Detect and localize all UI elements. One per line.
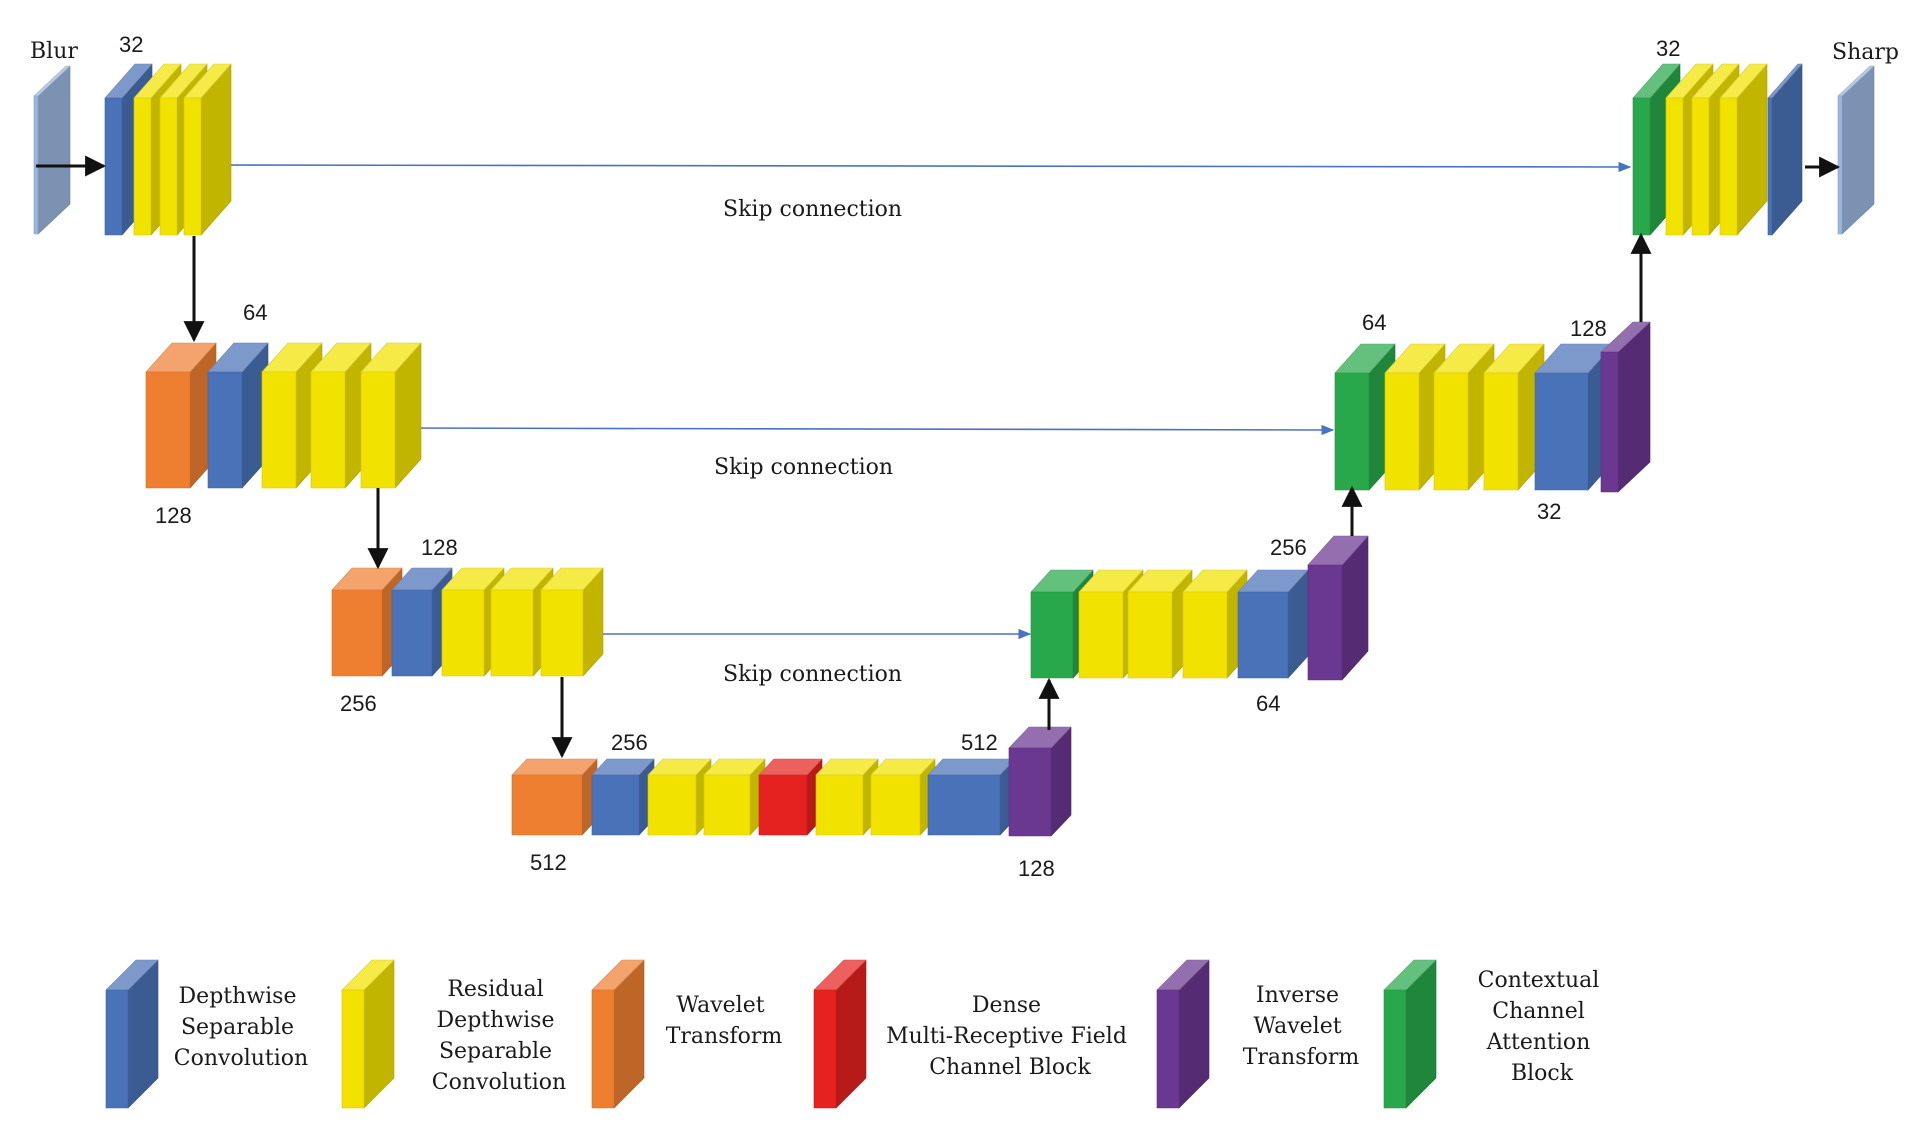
channels-enc3-top: 128 [421,535,458,560]
channels-bottleneck-right-top: 512 [961,730,998,755]
enc3-residual-block-3 [540,567,604,677]
bottleneck [511,726,1072,837]
legend-label-residual: Residual Depthwise Separable Convolution [432,977,566,1095]
input-blur-block [33,65,71,235]
channels-bottleneck-left-top: 256 [611,730,648,755]
bottleneck-depthwise-block-2 [927,758,1016,836]
legend-label-contextual: Contextual Channel Attention Block [1478,968,1607,1086]
legend-item-inverse-wavelet-transform: Inverse Wavelet Transform [1156,959,1360,1109]
legend-block-dsc [105,959,159,1109]
enc1-residual-block-3 [183,63,232,236]
skip-label-level-1: Skip connection [723,197,902,222]
skip-label-level-2: Skip connection [714,455,893,480]
legend-item-dense-multi-receptive-field: Dense Multi-Receptive Field Channel Bloc… [813,959,1134,1109]
legend-block-rdsc [341,959,395,1109]
bottleneck-residual-block-2 [703,758,766,836]
dec2-inverse-wavelet-block [1600,321,1651,493]
enc2-residual-block-3 [360,342,422,489]
channels-dec2-bottom: 32 [1537,499,1561,524]
enc2-depthwise-block [207,342,269,489]
legend-swatch-contextual [1383,959,1437,1109]
skip-label-level-3: Skip connection [723,662,902,687]
flow-arrows [36,155,1841,759]
channels-enc1-top: 32 [119,32,143,57]
skip-arrow-level-2 [394,424,1335,436]
dec3-inverse-wavelet-block [1307,535,1369,681]
bottleneck-inverse-wavelet-block [1008,726,1072,837]
legend-swatch-depthwise [105,959,159,1109]
dec1-residual-block-3 [1719,63,1768,236]
decoder-level-1 [1632,63,1803,236]
legend-item-wavelet-transform: Wavelet Transform [591,959,783,1109]
channels-dec1-top: 32 [1656,36,1680,61]
legend: Depthwise Separable Convolution Residual… [105,959,1607,1109]
io-blocks [33,65,1875,235]
legend-swatch-residual [341,959,395,1109]
bottleneck-residual-block-1 [647,758,712,836]
bottleneck-depthwise-block [591,758,655,836]
channels-bottleneck-left-bottom: 512 [530,850,567,875]
encoder-level-1 [104,63,232,236]
bottleneck-wavelet-block [511,758,598,836]
bottleneck-residual-block-3 [815,758,879,836]
legend-item-depthwise-separable-convolution: Depthwise Separable Convolution [105,959,308,1109]
bottleneck-residual-block-4 [870,758,936,836]
channels-dec2-top-right: 128 [1570,316,1607,341]
bottleneck-dense-block [758,758,823,836]
legend-block-dmrf [813,959,867,1109]
channels-dec3-bottom: 64 [1256,691,1280,716]
decoder-level-3 [1030,535,1369,681]
enc3-wavelet-block [331,567,403,677]
io-labels: Blur Sharp [30,39,1899,65]
channels-bottleneck-right-bottom: 128 [1018,856,1055,881]
dec3-residual-block-2 [1127,569,1193,679]
legend-block-ccab [1383,959,1437,1109]
channels-enc3-bottom: 256 [340,691,377,716]
output-sharp-block [1837,65,1875,235]
decoder-level-2 [1334,321,1651,493]
skip-labels: Skip connection Skip connection Skip con… [714,197,902,687]
channel-labels: 32 64 128 128 256 256 512 512 128 256 64… [119,32,1680,881]
legend-label-wavelet: Wavelet Transform [666,993,783,1049]
legend-label-inverse-wavelet: Inverse Wavelet Transform [1243,983,1360,1070]
dec3-depthwise-block [1237,569,1309,679]
legend-swatch-inverse-wavelet [1156,959,1210,1109]
legend-label-depthwise: Depthwise Separable Convolution [174,984,308,1071]
channels-dec2-top-left: 64 [1362,310,1386,335]
legend-label-dense: Dense Multi-Receptive Field Channel Bloc… [886,993,1134,1080]
legend-swatch-dense [813,959,867,1109]
enc2-wavelet-block [145,342,217,489]
legend-block-wt [591,959,645,1109]
channels-dec3-top: 256 [1270,535,1307,560]
legend-block-iwt [1156,959,1210,1109]
encoder-level-2 [145,342,422,489]
channels-enc2-top: 64 [243,300,267,325]
input-label: Blur [30,39,78,64]
output-label: Sharp [1832,40,1899,65]
legend-item-contextual-channel-attention: Contextual Channel Attention Block [1383,959,1607,1109]
channels-enc2-bottom: 128 [155,503,192,528]
encoder-level-3 [331,567,604,677]
dec1-depthwise-block [1767,63,1803,236]
skip-arrow-level-1 [199,161,1632,173]
skip-connections [199,161,1632,640]
dec3-residual-block-3 [1182,569,1248,679]
legend-swatch-wavelet [591,959,645,1109]
legend-item-residual-depthwise-separable-convolution: Residual Depthwise Separable Convolution [341,959,566,1109]
